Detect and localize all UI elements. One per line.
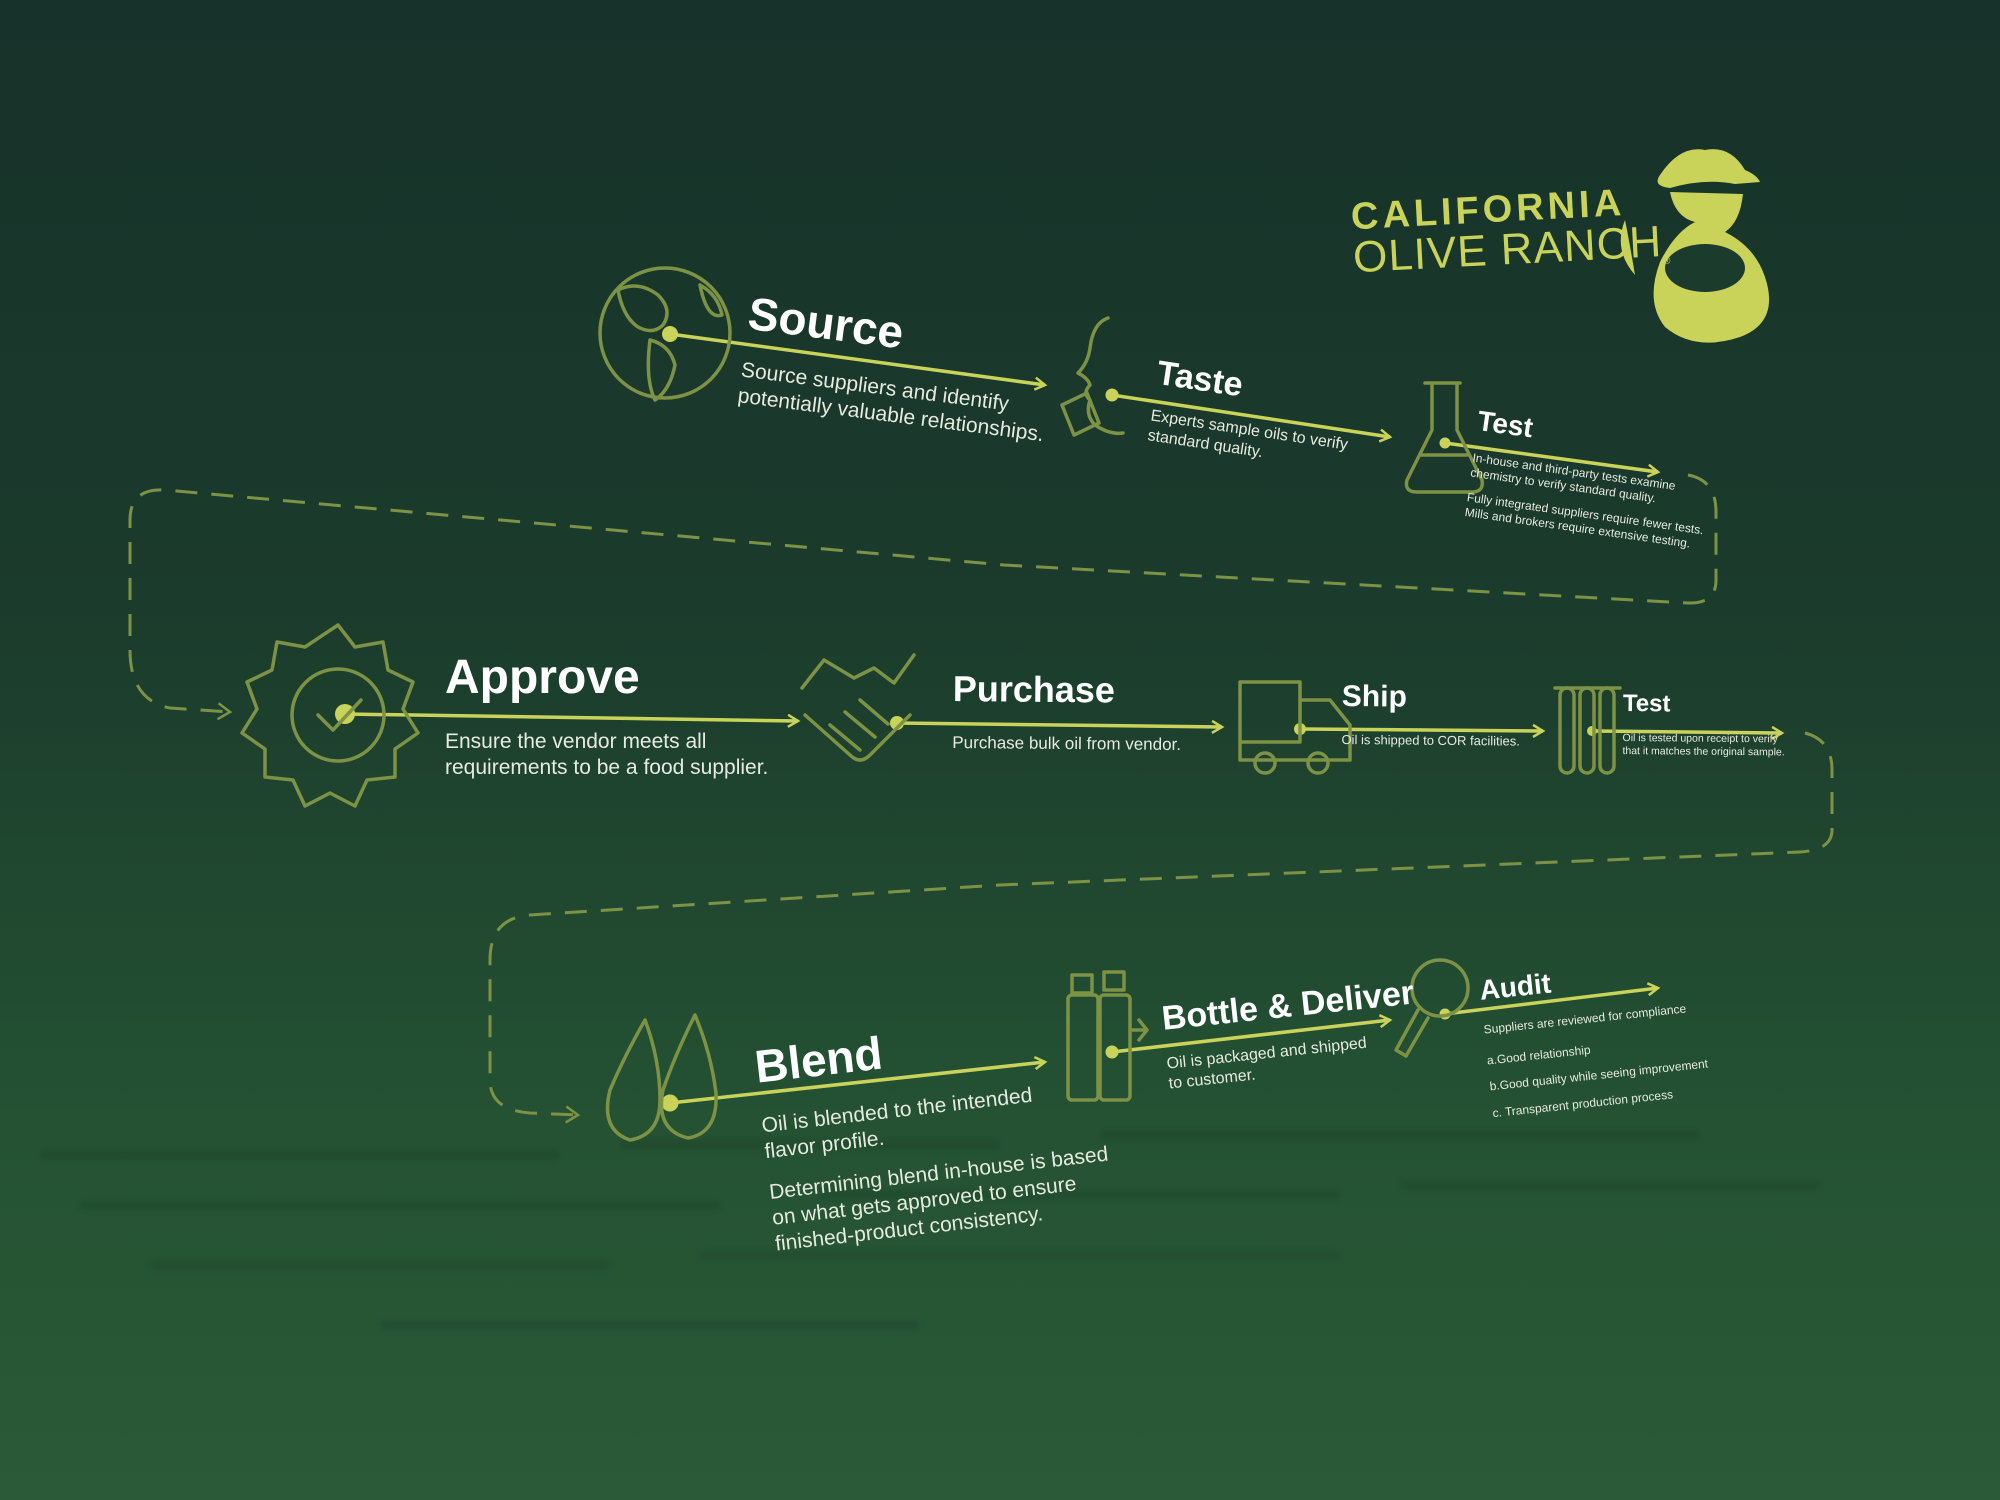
truck-icon bbox=[1238, 680, 1352, 775]
globe-icon bbox=[598, 266, 732, 402]
arrow-purchase-to-ship bbox=[896, 719, 1225, 734]
dashed-connector-row2-to-row3 bbox=[488, 731, 1834, 1124]
step-title-purchase: Purchase bbox=[952, 668, 1116, 711]
desc-line: Ensure the vendor meets all bbox=[445, 730, 707, 753]
node-dot-approve bbox=[335, 704, 355, 724]
node-dot-test bbox=[1439, 437, 1451, 449]
arrow-taste-to-test bbox=[1111, 393, 1393, 443]
arrow-approve-to-purchase bbox=[344, 712, 801, 728]
test-tubes-icon bbox=[1553, 686, 1622, 775]
magnifier-icon bbox=[1394, 958, 1470, 1058]
brand-logo: CALIFORNIA OLIVE RANCH® bbox=[1350, 180, 1672, 284]
handshake-icon bbox=[800, 653, 916, 762]
arrow-test-end-2 bbox=[1591, 725, 1785, 740]
step-desc-purchase: Purchase bulk oil from vendor. bbox=[952, 732, 1181, 755]
desc-line: that it matches the original sample. bbox=[1622, 745, 1785, 759]
step-title-ship: Ship bbox=[1341, 680, 1407, 714]
background-texture bbox=[0, 1120, 2000, 1420]
arrow-ship-to-test bbox=[1299, 723, 1546, 738]
node-dot-blend bbox=[661, 1094, 679, 1112]
oil-drops-icon bbox=[605, 1013, 718, 1142]
step-desc-ship: Oil is shipped to COR facilities. bbox=[1341, 732, 1520, 750]
farmer-holding-olives-icon bbox=[1620, 149, 1770, 343]
node-dot-taste bbox=[1105, 388, 1119, 402]
node-dot-bottle bbox=[1105, 1045, 1119, 1059]
arrow-source-to-taste bbox=[669, 332, 1048, 391]
step-desc-test-2: Oil is tested upon receipt to verify tha… bbox=[1622, 732, 1784, 760]
bottles-icon bbox=[1066, 970, 1149, 1102]
dashed-connector-row1-to-row2 bbox=[128, 473, 1718, 721]
arrow-bottle-to-audit bbox=[1111, 1014, 1393, 1054]
desc-line: Oil is shipped to COR facilities. bbox=[1341, 731, 1520, 749]
step-approve: Approve Ensure the vendor meets all requ… bbox=[445, 650, 768, 782]
step-test-2: Test Oil is tested upon receipt to verif… bbox=[1622, 690, 1785, 760]
step-blend: Blend Oil is blended to the intended fla… bbox=[752, 1001, 1116, 1257]
step-ship: Ship Oil is shipped to COR facilities. bbox=[1341, 680, 1520, 750]
arrow-test-end bbox=[1444, 441, 1661, 478]
step-audit: Audit Suppliers are reviewed for complia… bbox=[1478, 952, 1712, 1126]
desc-line: Purchase bulk oil from vendor. bbox=[952, 732, 1182, 754]
desc-line: requirements to be a food supplier. bbox=[445, 756, 769, 780]
step-title-test-2: Test bbox=[1622, 690, 1671, 718]
step-purchase: Purchase Purchase bulk oil from vendor. bbox=[952, 668, 1181, 755]
step-desc-approve: Ensure the vendor meets all requirements… bbox=[445, 729, 768, 782]
node-dot-source bbox=[662, 326, 678, 342]
arrow-audit-end bbox=[1444, 982, 1661, 1016]
arrow-blend-to-bottle bbox=[669, 1055, 1048, 1105]
face-tasting-icon bbox=[1060, 316, 1125, 437]
registered-mark: ® bbox=[1662, 255, 1672, 268]
flask-icon bbox=[1404, 381, 1485, 494]
step-title-approve: Approve bbox=[445, 651, 640, 704]
badge-check-icon bbox=[240, 623, 420, 808]
